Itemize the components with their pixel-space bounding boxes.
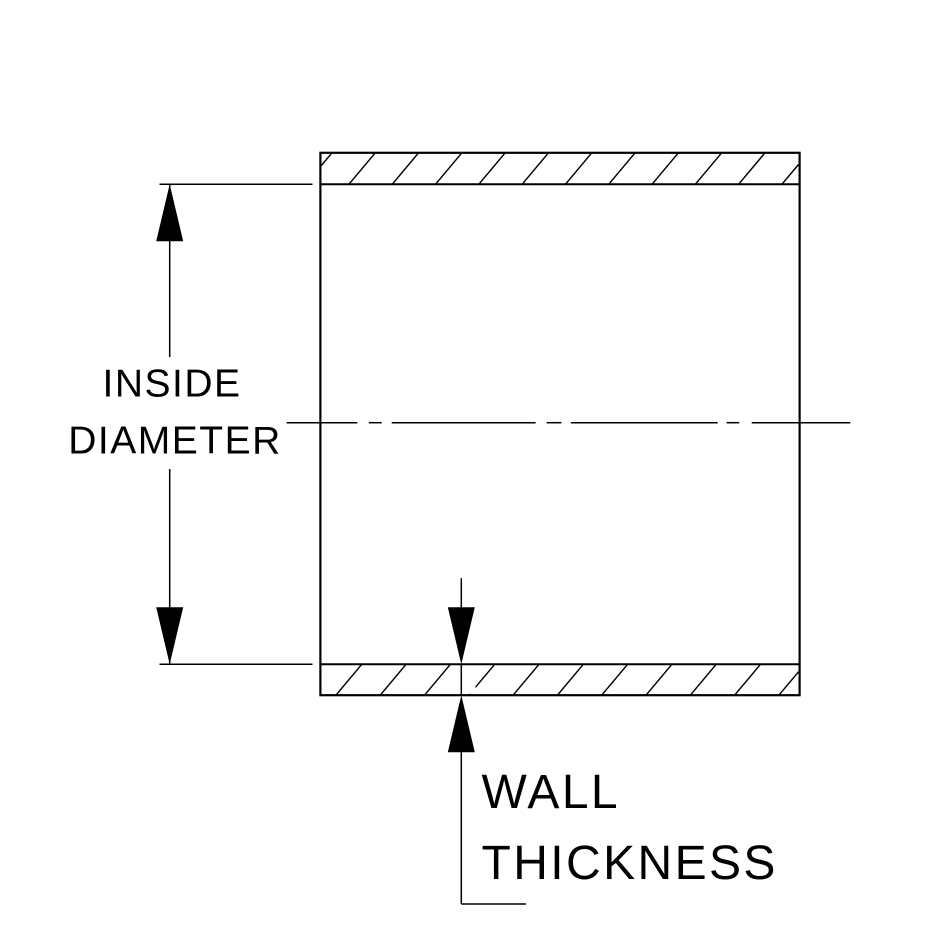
hatch-line [651, 152, 679, 185]
arrowhead [447, 695, 475, 753]
tube-cross-section [319, 151, 801, 697]
inside-diameter-dimension: INSIDE DIAMETER [68, 183, 313, 665]
hatch-line [478, 152, 506, 185]
hatch-line [601, 663, 629, 696]
hatch-line [608, 152, 636, 185]
hatch-line [734, 663, 762, 696]
hatch-line [379, 663, 407, 696]
arrowhead [447, 607, 475, 665]
hatch-gap-mask [455, 665, 476, 694]
tube-outline [319, 151, 801, 697]
arrowhead [156, 184, 184, 242]
hatch-line [778, 671, 800, 696]
hatch-line [391, 152, 420, 185]
arrowhead [156, 607, 184, 665]
inside-diameter-label-line1: INSIDE [102, 363, 241, 406]
hatch-line [423, 663, 452, 696]
up-arrow [156, 184, 184, 242]
hatch-line [564, 152, 593, 185]
inside-diameter-label-line2: DIAMETER [68, 420, 282, 463]
lower-up-arrow [447, 695, 475, 753]
hatch-line [738, 152, 766, 185]
hatch-line [435, 152, 463, 185]
hatch-line [645, 663, 673, 696]
hatch-line [689, 663, 717, 696]
upper-down-arrow [447, 607, 475, 665]
wall-thickness-label-line1: WALL [482, 766, 621, 819]
hatch-line [512, 663, 540, 696]
hatch-line [694, 152, 723, 185]
hatch-line [781, 164, 800, 185]
bottom-wall-hatching [335, 663, 800, 696]
hatch-line [521, 152, 550, 185]
hatch-line [320, 152, 333, 166]
down-arrow [156, 607, 184, 665]
wall-thickness-dimension: WALL THICKNESS [447, 578, 778, 905]
wall-thickness-label-line2: THICKNESS [482, 837, 778, 890]
top-wall-hatching [320, 152, 800, 185]
hatch-line [348, 152, 376, 185]
hatch-line [556, 663, 584, 696]
hatch-line [335, 663, 363, 696]
